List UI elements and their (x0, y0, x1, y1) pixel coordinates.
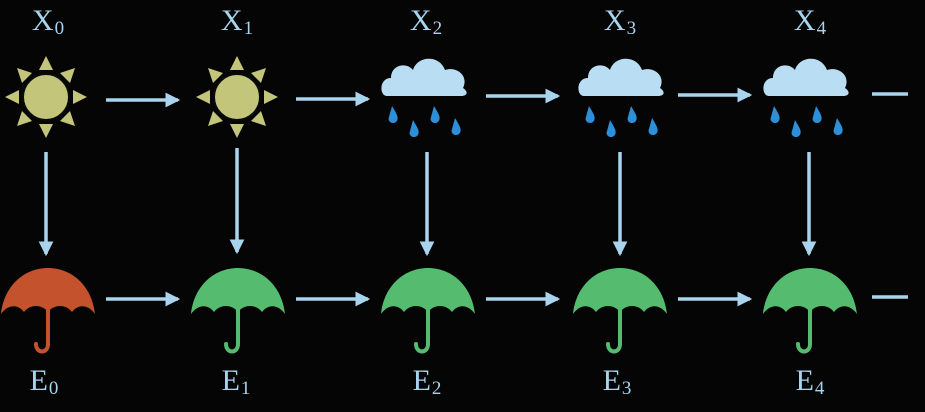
sun-icon (196, 56, 278, 138)
rain-cloud-icon (763, 58, 849, 138)
umbrella-icon (191, 268, 285, 354)
sun-icon (5, 56, 87, 138)
state-index: 1 (243, 18, 254, 39)
evidence-letter: E (221, 364, 240, 397)
state-index: 0 (54, 18, 65, 39)
state-label-x3: X3 (604, 6, 636, 40)
evidence-letter: E (602, 364, 621, 397)
state-index: 4 (816, 18, 827, 39)
state-label-x2: X2 (410, 6, 442, 40)
evidence-letter: E (29, 364, 48, 397)
evidence-label-e4: E4 (796, 366, 825, 400)
umbrella-icon (573, 268, 667, 354)
state-index: 2 (432, 18, 443, 39)
evidence-index: 3 (621, 378, 632, 399)
evidence-index: 2 (431, 378, 442, 399)
umbrella-icon (381, 268, 475, 354)
state-letter: X (409, 4, 432, 37)
state-label-x4: X4 (794, 6, 826, 40)
evidence-letter: E (412, 364, 431, 397)
umbrella-icon (1, 268, 95, 354)
state-letter: X (793, 4, 816, 37)
evidence-label-e1: E1 (222, 366, 251, 400)
umbrella-icon (763, 268, 857, 354)
evidence-index: 0 (48, 378, 59, 399)
state-letter: X (603, 4, 626, 37)
state-letter: X (31, 4, 54, 37)
rain-cloud-icon (381, 58, 467, 138)
evidence-label-e2: E2 (413, 366, 442, 400)
state-letter: X (220, 4, 243, 37)
state-index: 3 (626, 18, 637, 39)
evidence-label-e3: E3 (603, 366, 632, 400)
state-label-x1: X1 (221, 6, 253, 40)
rain-cloud-icon (578, 58, 664, 138)
evidence-letter: E (795, 364, 814, 397)
evidence-index: 1 (240, 378, 251, 399)
evidence-label-e0: E0 (30, 366, 59, 400)
evidence-index: 4 (814, 378, 825, 399)
state-label-x0: X0 (32, 6, 64, 40)
